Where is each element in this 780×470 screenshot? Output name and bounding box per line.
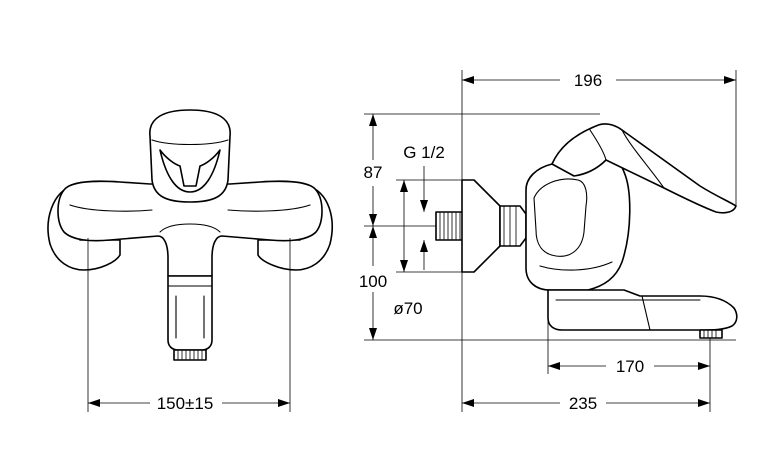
depth-235-label: 235 xyxy=(569,394,597,413)
right-bracket xyxy=(257,184,333,271)
thread-label: G 1/2 xyxy=(403,143,445,162)
depth-196-label: 196 xyxy=(574,71,602,90)
height-87-label: 87 xyxy=(364,163,383,182)
outlet-stem xyxy=(167,275,213,351)
side-view: 196 87 100 G 1/2 ø70 170 xyxy=(359,70,738,413)
height-100-label: 100 xyxy=(359,272,387,291)
reach-170-label: 170 xyxy=(616,357,644,376)
spout-outlet xyxy=(699,329,723,339)
front-view: 150±15 xyxy=(47,109,333,413)
mixer-body xyxy=(57,180,323,277)
rosette xyxy=(461,179,501,273)
width-dimension-label: 150±15 xyxy=(157,394,214,413)
left-bracket xyxy=(47,184,121,271)
rosette-diameter-label: ø70 xyxy=(393,299,422,318)
